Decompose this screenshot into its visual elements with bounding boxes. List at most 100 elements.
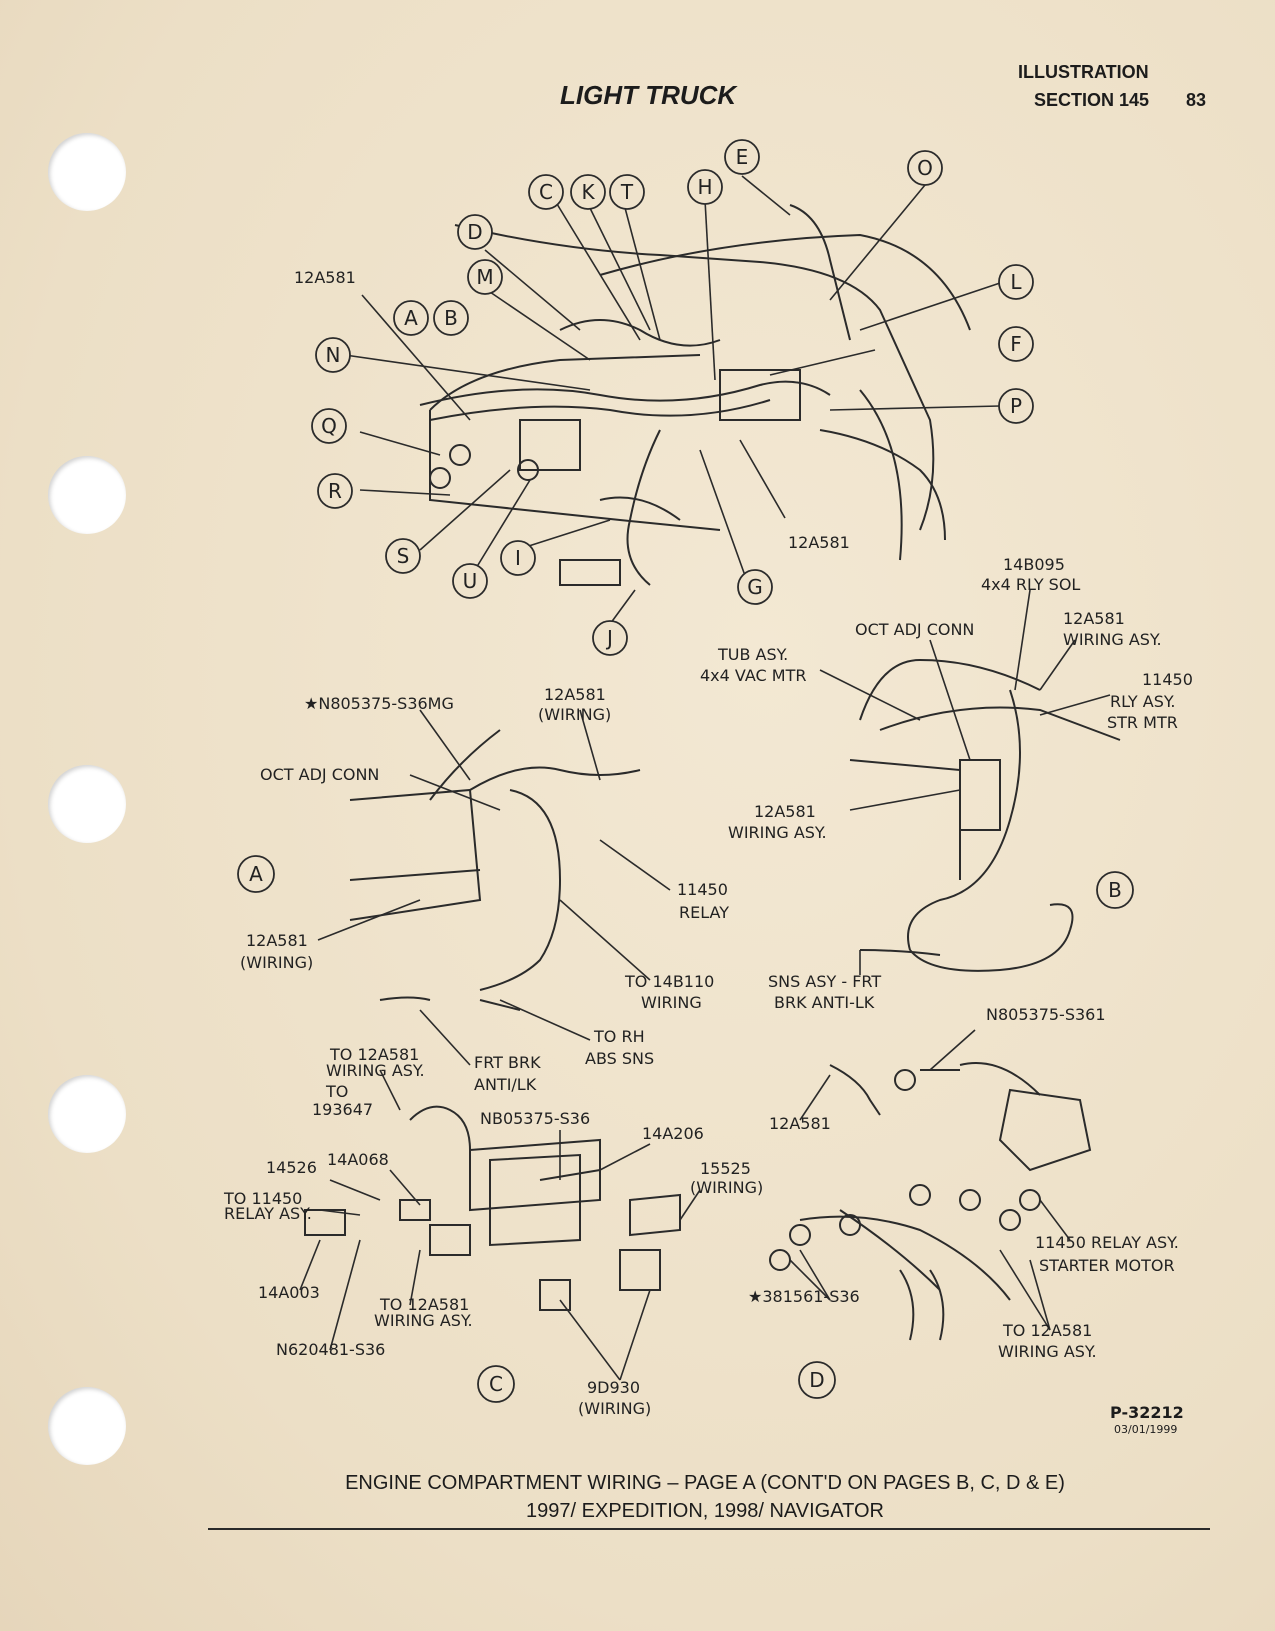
binder-hole xyxy=(48,1387,126,1465)
callout-letter: A xyxy=(404,306,418,330)
callout-letter: K xyxy=(581,180,595,204)
callout-circle xyxy=(500,540,536,576)
wiring-art-stroke xyxy=(429,399,771,421)
part-label: RELAY xyxy=(679,903,729,922)
wiring-art-stroke xyxy=(859,389,903,561)
part-label: 14A068 xyxy=(327,1150,389,1169)
part-label: 15525 xyxy=(700,1159,751,1178)
wiring-art-stroke xyxy=(304,1209,346,1236)
detail-circle xyxy=(1096,871,1134,909)
wiring-art-stroke xyxy=(429,729,501,801)
callout-letter: S xyxy=(397,544,410,568)
part-label: TO 11450 xyxy=(223,1189,302,1208)
wiring-art-stroke xyxy=(519,419,581,471)
callout-circle xyxy=(570,174,606,210)
part-label: 14526 xyxy=(266,1158,317,1177)
part-label: 12A581 xyxy=(769,1114,831,1133)
detail-a-letter: A xyxy=(237,855,275,893)
callout-circle xyxy=(467,259,503,295)
callout-i: I xyxy=(500,540,536,576)
part-label: (WIRING) xyxy=(578,1399,651,1418)
part-label: ANTI/LK xyxy=(474,1075,537,1094)
part-label: (WIRING) xyxy=(690,1178,763,1197)
part-label: 12A581 xyxy=(246,931,308,950)
part-label: ★N805375-S36MG xyxy=(304,694,454,713)
callout-letter: M xyxy=(476,265,493,289)
callout-u: U xyxy=(452,563,488,599)
callout-circle xyxy=(737,569,773,605)
detail-b-letter: B xyxy=(1096,871,1134,909)
part-label: N805375-S361 xyxy=(986,1005,1106,1024)
leader-line xyxy=(359,489,451,496)
callout-letter: D xyxy=(467,220,482,244)
callout-letter: H xyxy=(697,175,712,199)
callout-letter: C xyxy=(539,180,553,204)
detail-circle xyxy=(798,1361,836,1399)
callout-p: P xyxy=(998,388,1034,424)
callout-letter: J xyxy=(605,626,613,650)
leader-line xyxy=(704,199,716,381)
callout-f: F xyxy=(998,326,1034,362)
leader-line xyxy=(1039,694,1111,716)
leader-line xyxy=(599,1143,651,1171)
page-title: LIGHT TRUCK xyxy=(560,80,737,110)
leader-line xyxy=(409,1249,421,1306)
wiring-art-stroke xyxy=(399,1199,431,1221)
hardware-nut xyxy=(449,444,471,466)
binder-hole xyxy=(48,1075,126,1153)
part-label: WIRING ASY. xyxy=(326,1061,425,1080)
hardware-nut xyxy=(959,1189,981,1211)
wiring-art-stroke xyxy=(849,759,961,880)
wiring-art-stroke xyxy=(1049,903,1074,931)
wiring-art-stroke xyxy=(899,1269,915,1341)
callout-letter: F xyxy=(1010,332,1022,356)
part-label: 4x4 VAC MTR xyxy=(700,666,806,685)
wiring-art-stroke xyxy=(489,1153,581,1247)
callout-r: R xyxy=(317,473,353,509)
callout-letter: G xyxy=(747,575,763,599)
wiring-art-stroke xyxy=(959,759,1001,831)
callout-circle xyxy=(385,538,421,574)
part-label: 12A581 xyxy=(788,533,850,552)
part-label: WIRING ASY. xyxy=(1063,630,1162,649)
callout-circle xyxy=(311,408,347,444)
detail-circle xyxy=(477,1365,515,1403)
hardware-nut xyxy=(909,1184,931,1206)
part-label: RLY ASY. xyxy=(1110,692,1175,711)
wiring-art-stroke xyxy=(719,369,801,421)
leader-line xyxy=(699,449,749,585)
callout-letter: R xyxy=(328,479,342,503)
leader-line xyxy=(419,469,511,551)
hardware-nut xyxy=(769,1249,791,1271)
leader-line xyxy=(999,1249,1051,1331)
leader-line xyxy=(789,1259,831,1301)
wiring-art-stroke xyxy=(859,949,941,956)
wiring-art-stroke xyxy=(789,204,851,341)
hardware-nut xyxy=(1019,1189,1041,1211)
wiring-art-stroke xyxy=(599,496,681,521)
callout-circle xyxy=(433,300,469,336)
wiring-art-stroke xyxy=(349,869,481,881)
leader-line xyxy=(587,203,651,331)
part-label: 11450 RELAY ASY. xyxy=(1035,1233,1179,1252)
part-label: 12A581 xyxy=(544,685,606,704)
callout-letter: I xyxy=(515,546,521,570)
leader-line xyxy=(739,439,786,519)
part-label: WIRING ASY. xyxy=(998,1342,1097,1361)
callout-circle xyxy=(452,563,488,599)
wiring-art-stroke xyxy=(909,929,1071,972)
detail-circle xyxy=(237,855,275,893)
leader-line xyxy=(419,1009,471,1066)
callout-k: K xyxy=(570,174,606,210)
callout-h: H xyxy=(687,169,723,205)
wiring-art-stroke xyxy=(599,233,971,331)
part-label: WIRING xyxy=(641,993,702,1012)
wiring-art-stroke xyxy=(419,380,831,406)
callout-letter: B xyxy=(444,306,458,330)
part-label: NB05375-S36 xyxy=(480,1109,590,1128)
wiring-art-stroke xyxy=(559,559,621,586)
wiring-art-stroke xyxy=(559,319,721,347)
leader-line xyxy=(559,899,651,981)
